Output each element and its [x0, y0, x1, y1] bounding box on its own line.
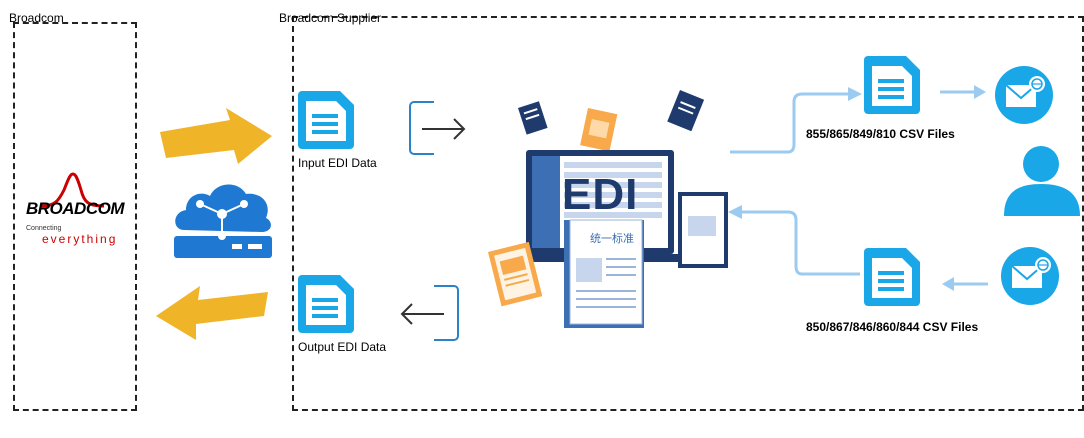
edi-document-text: 统一标准 [590, 233, 634, 245]
cloud-server-icon [174, 184, 272, 258]
inbound-csv-label: 850/867/846/860/844 CSV Files [806, 320, 979, 334]
yellow-arrow-right-icon [160, 108, 272, 164]
outbound-email-icon [995, 66, 1053, 124]
import-arrow-icon [409, 101, 466, 155]
supplier-region-title: Broadcom Supplier [279, 11, 382, 25]
broadcom-region [13, 22, 137, 411]
input-edi-document-icon [298, 91, 354, 149]
outbound-csv-label: 855/865/849/810 CSV Files [806, 127, 955, 141]
export-arrow-icon [400, 285, 459, 341]
broadcom-region-title: Broadcom [9, 11, 64, 25]
inbound-email-icon [1001, 247, 1059, 305]
edi-monitor-text: EDI [562, 170, 639, 219]
input-edi-label: Input EDI Data [298, 156, 377, 170]
arrow-to-email-icon [940, 85, 986, 99]
inbound-csv-document-icon [864, 248, 920, 306]
connector-inbound [728, 205, 860, 276]
broadcom-logo-mark [41, 172, 105, 208]
output-edi-document-icon [298, 275, 354, 333]
output-edi-label: Output EDI Data [298, 340, 387, 354]
outbound-csv-document-icon [864, 56, 920, 114]
broadcom-brand-text: BROADCOM [26, 199, 125, 218]
connector-outbound [730, 87, 862, 154]
edi-illustration [488, 90, 728, 328]
user-icon [1004, 146, 1080, 216]
broadcom-tagline-everything: everything [42, 232, 118, 246]
arrow-from-email-icon [942, 277, 988, 291]
yellow-arrow-left-icon [156, 286, 268, 340]
broadcom-tagline-connecting: Connecting [26, 225, 62, 232]
broadcom-logo: BROADCOM Connecting everything [24, 172, 134, 252]
supplier-region [292, 16, 1084, 411]
